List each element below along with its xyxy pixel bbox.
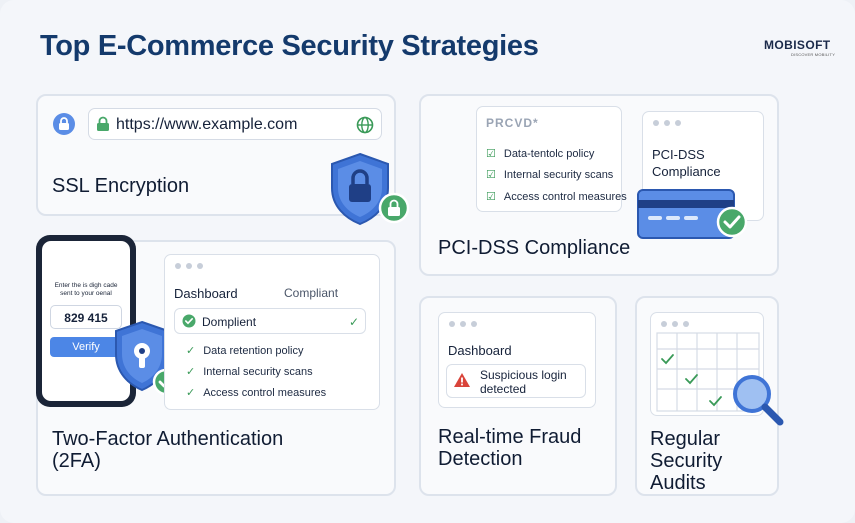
- twofa-label-line1: Two-Factor Authentication: [52, 428, 284, 450]
- window-dots: [653, 120, 681, 126]
- pci-panel-heading: PRCVD*: [486, 116, 539, 130]
- twofa-status-box: [174, 308, 366, 334]
- verify-button[interactable]: [50, 337, 122, 357]
- audit-calendar: [650, 312, 764, 416]
- globe-icon: [356, 116, 374, 134]
- credit-card-icon: [637, 189, 748, 239]
- pci-policy-panel: [476, 106, 622, 212]
- pci-item-3: ☑ Access control measures: [486, 190, 627, 204]
- lock-icon: [53, 113, 75, 135]
- brand-logo: MOBISOFT: [764, 38, 831, 52]
- ssl-label: SSL Encryption: [52, 175, 190, 197]
- window-dots: [449, 321, 477, 327]
- phone-prompt: Enter the is digh cade sent to your oena…: [54, 282, 118, 297]
- twofa-status-row: Domplient: [202, 315, 257, 329]
- padlock-small-icon: [97, 116, 109, 131]
- pci-item-1: ☑ Data-tentolc policy: [486, 147, 595, 161]
- url-text: https://www.example.com: [116, 116, 298, 133]
- check-icon: ✓: [186, 387, 196, 399]
- twofa-item-3: ✓ Access control measures: [186, 386, 327, 400]
- window-dots: [175, 263, 203, 269]
- fraud-alert-text: Suspicious login detected: [480, 368, 567, 396]
- verification-code-field[interactable]: [50, 305, 122, 329]
- warning-icon: [454, 373, 470, 387]
- twofa-dashboard-title: Dashboard: [174, 286, 238, 301]
- twofa-dashboard-status: Compliant: [284, 286, 339, 300]
- pci-label: PCI-DSS Compliance: [438, 237, 631, 259]
- url-bar: [88, 108, 382, 140]
- check-icon: ✓: [186, 366, 196, 378]
- page-title: Top E-Commerce Security Strategies: [40, 30, 539, 62]
- twofa-item-2: ✓ Internal security scans: [186, 365, 313, 379]
- check-icon: ✓: [186, 345, 196, 357]
- twofa-label-line2: (2FA): [52, 450, 101, 472]
- check-circle-icon: [182, 314, 196, 328]
- check-icon: ☑: [486, 148, 496, 160]
- fraud-label-line2: Detection: [438, 448, 523, 470]
- fraud-dashboard-title: Dashboard: [448, 343, 512, 358]
- fraud-label-line1: Real-time Fraud: [438, 426, 582, 448]
- check-icon: ☑: [486, 191, 496, 203]
- audits-label-line2: Security: [650, 450, 723, 472]
- verify-button-label: Verify: [72, 341, 100, 353]
- fraud-alert-box: [446, 364, 586, 398]
- window-dots: [661, 321, 689, 327]
- audits-label-line1: Regular: [650, 428, 721, 450]
- calendar-grid: [656, 332, 760, 412]
- pci-item-2: ☑ Internal security scans: [486, 168, 614, 182]
- shield-keyhole-icon: [115, 320, 180, 396]
- check-icon: ☑: [486, 169, 496, 181]
- verification-code: 829 415: [64, 311, 108, 325]
- brand-tagline: DISCOVER MOBILITY: [791, 52, 836, 57]
- check-icon: ✓: [349, 315, 360, 329]
- magnifier-icon: [733, 375, 784, 426]
- shield-lock-icon: [331, 152, 410, 226]
- audits-label-line3: Audits: [650, 472, 706, 494]
- twofa-item-1: ✓ Data retention policy: [186, 344, 304, 358]
- pci-window-title: PCI-DSS Compliance: [652, 147, 721, 179]
